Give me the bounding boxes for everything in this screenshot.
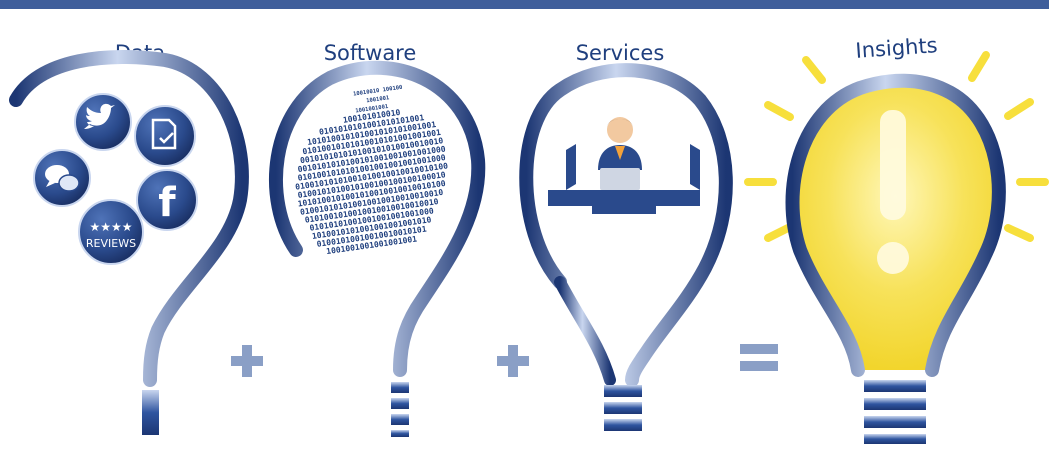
svg-text:f: f — [158, 180, 176, 226]
support-agent-icon — [548, 117, 700, 214]
chat-bubbles-icon — [33, 149, 91, 207]
panel-title-services: Services — [576, 41, 665, 65]
binary-line: 10010010 100100 — [353, 85, 403, 98]
data-panel: Data f — [9, 41, 249, 435]
binary-code-sphere: 10010010 1001001001001100100100110010101… — [295, 85, 449, 256]
equals-operator — [740, 344, 778, 371]
plus-operator-1 — [231, 345, 263, 377]
reviews-badge-icon: ★★★★ REVIEWS — [78, 199, 144, 265]
document-check-icon — [134, 105, 196, 167]
reviews-label: REVIEWS — [86, 237, 136, 250]
services-panel: Services — [519, 41, 733, 431]
question-mark-outline — [9, 50, 249, 387]
binary-line: 1001001 — [366, 95, 390, 104]
header-banner — [0, 0, 1049, 9]
question-mark-outline — [269, 60, 486, 377]
review-stars: ★★★★ — [89, 220, 132, 234]
bulb-outline — [519, 63, 733, 387]
facebook-icon: f — [136, 169, 198, 231]
binary-line: 1001001001 — [355, 104, 389, 115]
base-stem — [142, 390, 159, 435]
panel-title-insights: Insights — [855, 33, 939, 63]
light-rays — [744, 51, 1049, 242]
software-panel: Software 10010010 1001001001001100100100… — [269, 41, 486, 437]
bulb-outline — [785, 73, 1006, 377]
twitter-icon — [74, 93, 132, 151]
insights-panel: Insights — [744, 33, 1049, 444]
plus-operator-2 — [497, 345, 529, 377]
stem-bars — [864, 380, 926, 444]
stem-bars — [391, 382, 409, 437]
exclamation-icon — [880, 110, 906, 220]
bulb-glow — [792, 80, 999, 370]
stem-bars — [604, 385, 642, 431]
